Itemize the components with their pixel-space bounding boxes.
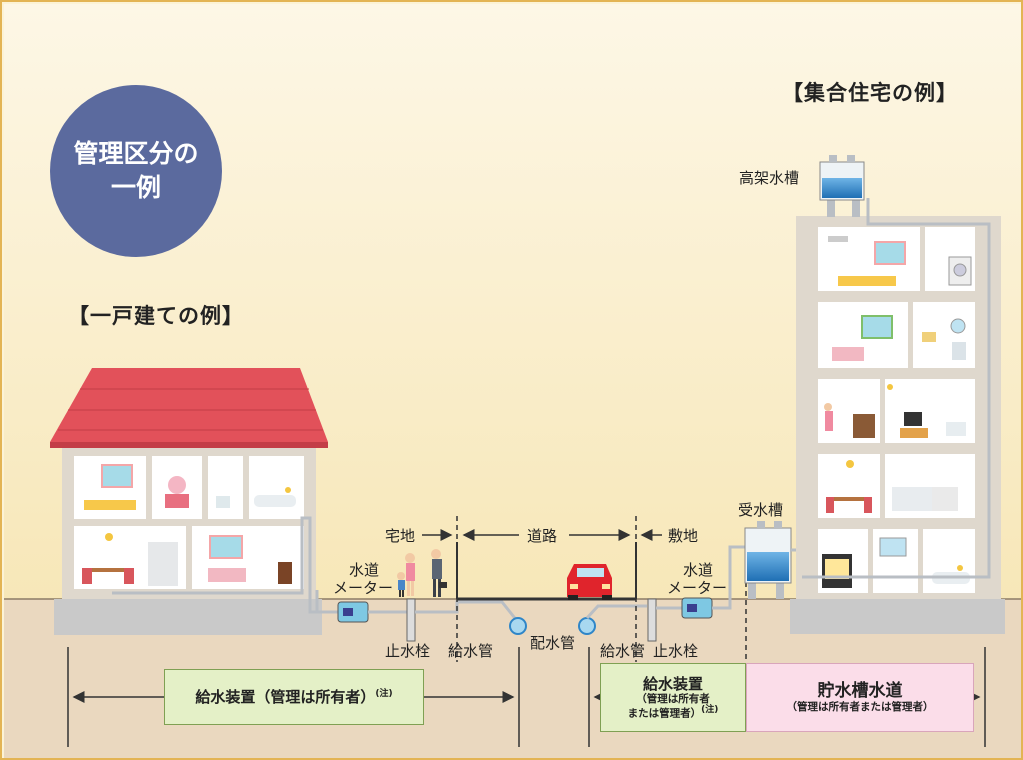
receiving-tank-label: 受水槽 — [738, 501, 784, 519]
apartment-building — [790, 198, 1005, 634]
room-bath — [249, 456, 304, 519]
room-toilet — [208, 456, 243, 519]
road-label: 道路 — [527, 527, 558, 545]
distribution-pipe-label: 配水管 — [530, 634, 576, 652]
elevated-tank-label: 高架水槽 — [739, 169, 800, 187]
detached-house-heading: 【一戸建ての例】 — [68, 304, 244, 328]
car — [567, 564, 612, 600]
meter-left-line-1: 水道 — [349, 561, 380, 579]
right-distribution-pipe — [578, 617, 596, 635]
receiving-tank — [744, 521, 804, 599]
people — [397, 549, 447, 597]
service-pipe-left-label: 給水管 — [448, 642, 494, 660]
premises-label: 敷地 — [668, 527, 699, 545]
right-plumbing — [578, 545, 750, 642]
detached-house — [50, 368, 340, 635]
supply-right-main: 給水装置 — [642, 674, 703, 693]
right-stopcock — [647, 598, 657, 642]
apartment-foundation — [790, 599, 1005, 634]
badge-line-2: 一例 — [110, 173, 161, 202]
supply-left-note: (注) — [375, 689, 393, 699]
supply-right-note-1: （管理は所有者 — [636, 692, 710, 705]
meter-right-line-1: 水道 — [683, 561, 714, 579]
supply-right-note: (注) — [701, 705, 719, 716]
tank-main: 貯水槽水道 — [817, 681, 903, 701]
service-pipe-right-label: 給水管 — [600, 642, 646, 660]
left-distribution-pipe — [509, 617, 527, 635]
meter-left-line-2: メーター — [333, 579, 394, 597]
range-brackets — [67, 647, 986, 747]
elevated-tank — [819, 155, 865, 217]
tank-note: （管理は所有者または管理者） — [786, 701, 934, 714]
left-plumbing — [315, 590, 527, 642]
house-roof — [50, 368, 328, 442]
supply-left-main: 給水装置（管理は所有者） — [195, 688, 376, 706]
badge-line-1: 管理区分の — [73, 139, 199, 169]
residential-land-label: 宅地 — [385, 527, 416, 545]
left-stopcock — [406, 598, 416, 642]
supply-device-right-box: 給水装置 （管理は所有者 または管理者）(注) — [600, 663, 746, 732]
stopcock-left-label: 止水栓 — [385, 642, 431, 660]
apartment-heading: 【集合住宅の例】 — [782, 81, 958, 105]
meter-right-line-2: メーター — [667, 579, 728, 597]
roof-tiles — [58, 388, 323, 431]
stopcock-right-label: 止水栓 — [653, 642, 699, 660]
house-foundation — [54, 599, 322, 635]
title-badge: 管理区分の 一例 — [50, 85, 222, 257]
supply-right-note-2: または管理者） — [627, 707, 702, 720]
supply-device-left-box: 給水装置（管理は所有者）(注) — [164, 669, 424, 725]
tank-waterworks-box: 貯水槽水道 （管理は所有者または管理者） — [746, 663, 974, 732]
